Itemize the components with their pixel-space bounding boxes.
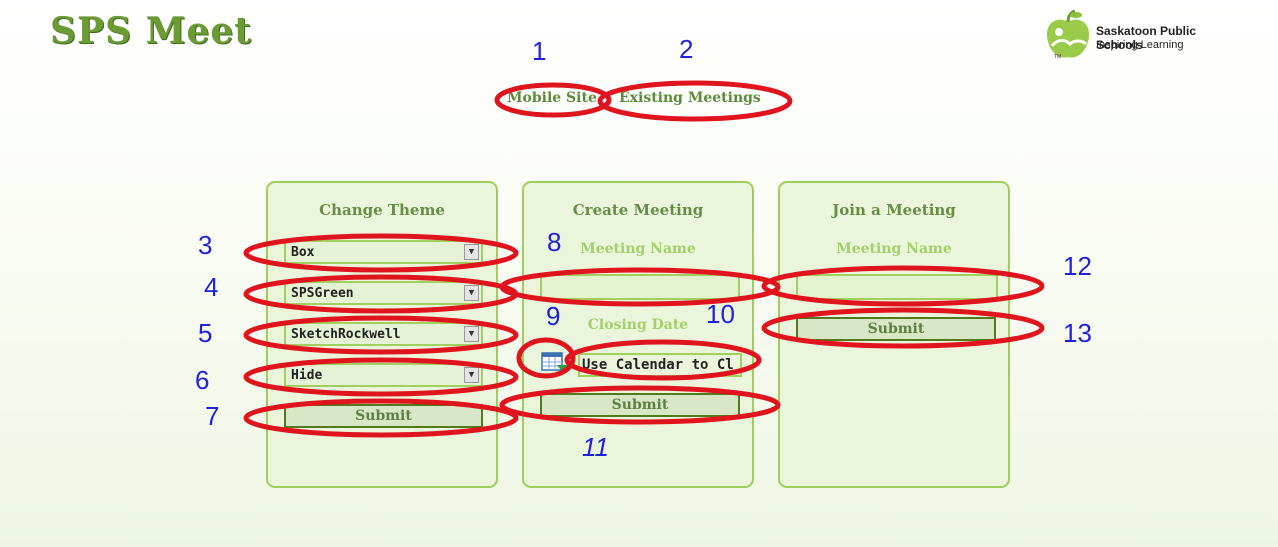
annotation-number-4: 4 bbox=[204, 272, 219, 302]
visibility-select[interactable]: Hide ▼ bbox=[284, 363, 483, 387]
color-theme-select[interactable]: SPSGreen ▼ bbox=[284, 281, 483, 305]
theme-submit-button[interactable]: Submit bbox=[284, 404, 483, 428]
annotation-number-8: 8 bbox=[547, 227, 562, 257]
change-theme-panel: Change Theme Box ▼ SPSGreen ▼ SketchRock… bbox=[266, 181, 498, 488]
annotation-number-11: 11 bbox=[582, 432, 609, 462]
annotation-number-13: 13 bbox=[1063, 318, 1092, 348]
logo-name: Saskatoon Public Schools bbox=[1096, 24, 1197, 52]
font-select[interactable]: SketchRockwell ▼ bbox=[284, 322, 483, 346]
apple-logo-icon bbox=[1046, 10, 1090, 58]
annotation-number-6: 6 bbox=[195, 365, 210, 395]
join-meeting-heading: Join a Meeting bbox=[832, 201, 956, 219]
chevron-down-icon[interactable]: ▼ bbox=[464, 285, 479, 301]
annotation-number-5: 5 bbox=[198, 318, 213, 348]
calendar-icon[interactable] bbox=[540, 350, 570, 376]
meeting-name-label: Meeting Name bbox=[580, 241, 696, 257]
annotation-number-7: 7 bbox=[205, 401, 220, 431]
create-meeting-name-input[interactable] bbox=[540, 274, 740, 300]
font-select-value: SketchRockwell bbox=[291, 327, 401, 342]
annotation-number-3: 3 bbox=[198, 230, 213, 260]
logo-tagline: Inspiring Learning bbox=[1096, 39, 1184, 51]
closing-date-label: Closing Date bbox=[587, 317, 689, 333]
chevron-down-icon[interactable]: ▼ bbox=[464, 326, 479, 342]
join-meeting-name-label: Meeting Name bbox=[836, 241, 952, 257]
annotation-number-1: 1 bbox=[532, 36, 547, 66]
create-meeting-submit-button[interactable]: Submit bbox=[540, 393, 740, 417]
annotation-number-10: 10 bbox=[706, 299, 735, 329]
layout-select-value: Box bbox=[291, 245, 315, 260]
visibility-select-value: Hide bbox=[291, 368, 323, 383]
annotation-number-2: 2 bbox=[679, 34, 694, 64]
chevron-down-icon[interactable]: ▼ bbox=[464, 367, 479, 383]
annotation-number-9: 9 bbox=[546, 301, 561, 331]
annotation-number-12: 12 bbox=[1063, 251, 1092, 281]
mobile-site-link[interactable]: Mobile Site bbox=[507, 90, 597, 106]
change-theme-heading: Change Theme bbox=[319, 201, 445, 219]
chevron-down-icon[interactable]: ▼ bbox=[464, 244, 479, 260]
join-meeting-name-input[interactable] bbox=[796, 274, 998, 300]
color-theme-select-value: SPSGreen bbox=[291, 286, 354, 301]
join-meeting-submit-button[interactable]: Submit bbox=[796, 317, 996, 341]
logo-trademark: TM bbox=[1054, 54, 1062, 60]
layout-select[interactable]: Box ▼ bbox=[284, 240, 483, 264]
school-logo: Saskatoon Public Schools Inspiring Learn… bbox=[1044, 10, 1244, 62]
create-meeting-heading: Create Meeting bbox=[572, 201, 704, 219]
app-title: SPS Meet bbox=[50, 10, 252, 52]
closing-date-field[interactable]: Use Calendar to Cl bbox=[578, 353, 742, 377]
join-meeting-panel: Join a Meeting Meeting Name Submit bbox=[778, 181, 1010, 488]
existing-meetings-link[interactable]: Existing Meetings bbox=[619, 90, 761, 106]
